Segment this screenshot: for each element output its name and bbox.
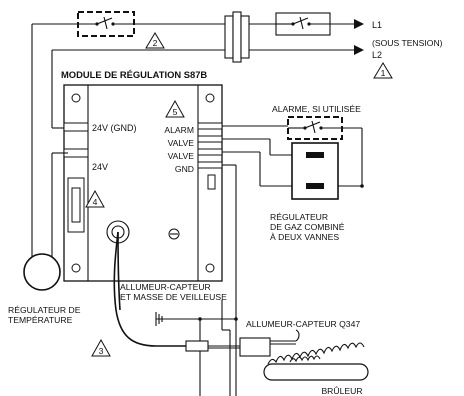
- power-switch-box: [275, 12, 331, 36]
- igniter-sensor: [185, 329, 300, 357]
- igniter-label-1: ALLUMEUR-CAPTEUR: [120, 282, 211, 292]
- gas-valve-label-2: DE GAZ COMBINÉ: [270, 222, 345, 232]
- svg-text:4: 4: [93, 197, 98, 207]
- svg-text:3: 3: [99, 346, 104, 356]
- note-3-marker: 3: [91, 338, 111, 357]
- module-title: MODULE DE RÉGULATION S87B: [61, 69, 207, 80]
- transformer-block: [224, 11, 250, 63]
- terminal-alarm: ALARM: [164, 125, 194, 135]
- svg-text:2: 2: [153, 38, 158, 48]
- alarm-switch-box: [287, 116, 343, 140]
- terminal-valve-2: VALVE: [168, 151, 195, 161]
- thermostat-label-2: TEMPÉRATURE: [8, 315, 73, 325]
- gas-valve-label-1: RÉGULATEUR: [270, 212, 328, 222]
- alarm-label: ALARME, SI UTILISÉE: [272, 104, 361, 114]
- gas-valve-label-3: À DEUX VANNES: [270, 232, 339, 242]
- note-4-marker: 4: [85, 189, 105, 208]
- note-2-marker: 2: [145, 32, 165, 49]
- svg-text:5: 5: [173, 107, 178, 117]
- terminal-gnd: GND: [175, 164, 194, 174]
- burner-label: BRÛLEUR: [321, 386, 362, 396]
- gas-valve: [291, 142, 339, 200]
- thermostat-label-1: RÉGULATEUR DE: [8, 305, 81, 315]
- limit-switch-box: [77, 11, 135, 37]
- note-5-marker: 5: [165, 99, 185, 118]
- terminal-valve-1: VALVE: [168, 138, 195, 148]
- terminal-24v-gnd: 24V (GND): [92, 123, 137, 133]
- l1-label: L1: [372, 20, 382, 30]
- igniter-label-2: ET MASSE DE VEILLEUSE: [120, 292, 227, 302]
- control-module: [63, 84, 223, 282]
- note-1-marker: 1: [373, 62, 393, 79]
- terminal-24v: 24V: [92, 162, 108, 172]
- thermostat-icon: [23, 253, 61, 291]
- svg-text:1: 1: [381, 68, 386, 78]
- ground-symbol: [155, 312, 238, 326]
- sensor-label: ALLUMEUR-CAPTEUR Q347: [246, 319, 360, 329]
- l1-note: (SOUS TENSION): [372, 38, 443, 48]
- burner: [263, 342, 369, 381]
- l2-label: L2: [372, 50, 382, 60]
